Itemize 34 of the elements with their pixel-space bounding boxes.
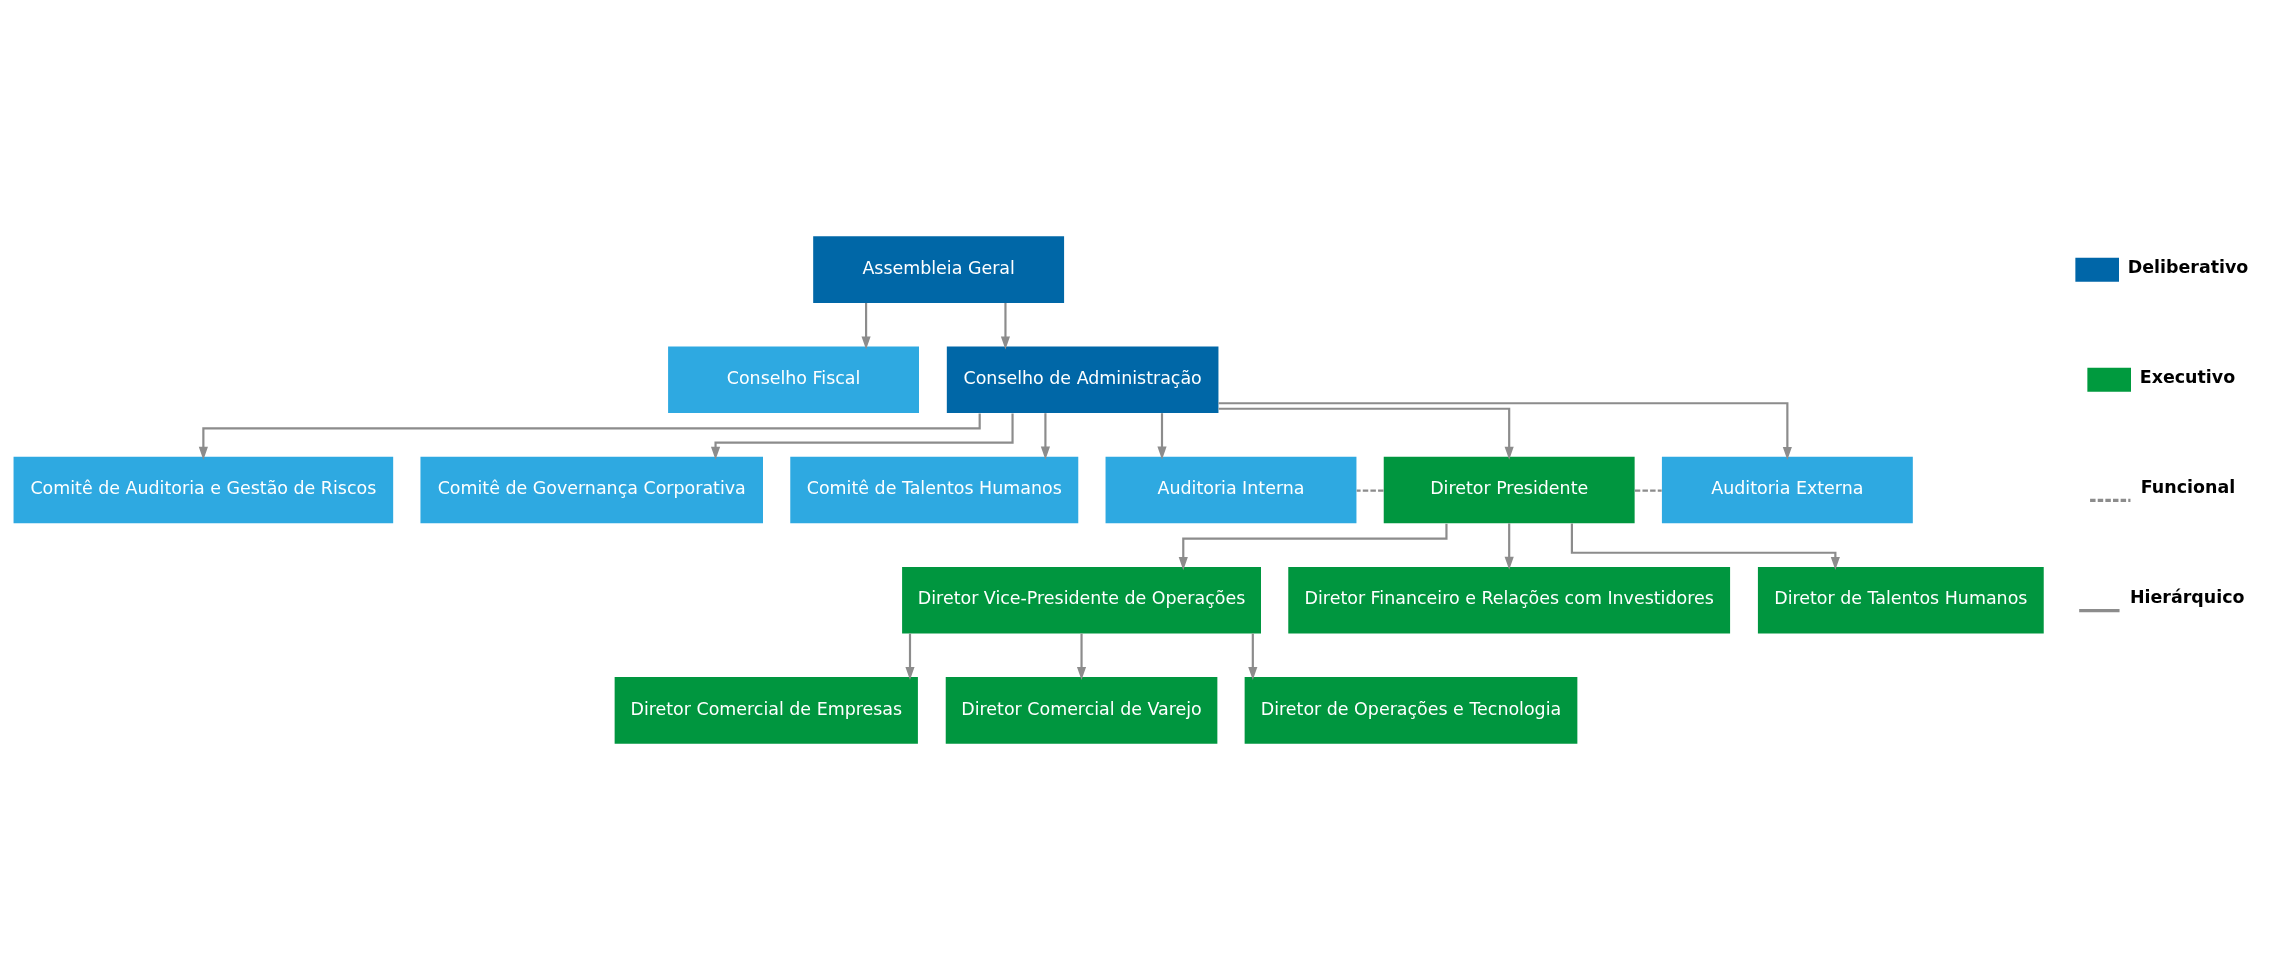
arrow [1000,303,1011,350]
arrow [1504,523,1514,570]
arrow [861,303,871,350]
arrow [1248,633,1258,681]
node-box: Comitê de Talentos Humanos [790,456,1079,524]
legend-label: Hierárquico [2129,587,2245,608]
node-box: Auditoria Interna [1105,456,1357,524]
node-box: Diretor Comercial de Varejo [945,677,1218,744]
legend-label: Deliberativo [2127,256,2249,277]
node-box: Assembleia Geral [813,236,1065,303]
connector [1634,489,1662,492]
node-box: Diretor de Operações e Tecnologia [1244,677,1578,744]
arrow [1218,407,1514,460]
node-box: Diretor de Talentos Humanos [1757,566,2044,634]
node-box: Diretor Financeiro e Relações com Investidores [1288,566,1731,634]
arrow [710,413,1014,460]
arrow [1218,402,1792,461]
arrow [198,413,981,460]
node-box: Diretor Vice-Presidente de Operações [902,566,1261,634]
node-box: Diretor Presidente [1383,456,1635,524]
node-box: Conselho Fiscal [668,346,919,414]
node-box: Diretor Comercial de Empresas [614,677,918,744]
node-box: Comitê de Governança Corporativa [420,456,763,524]
arrow [1076,633,1087,681]
node-box: Conselho de Administração [946,346,1219,414]
legend-label: Funcional [2140,477,2236,498]
connector [1356,489,1384,492]
legend-label: Executivo [2139,366,2236,387]
node-box: Auditoria Externa [1661,456,1913,524]
node-box: Comitê de Auditoria e Gestão de Riscos [13,456,394,524]
arrow [905,633,915,681]
arrow [1040,413,1050,460]
arrow [1157,413,1167,460]
arrow [1178,523,1448,571]
